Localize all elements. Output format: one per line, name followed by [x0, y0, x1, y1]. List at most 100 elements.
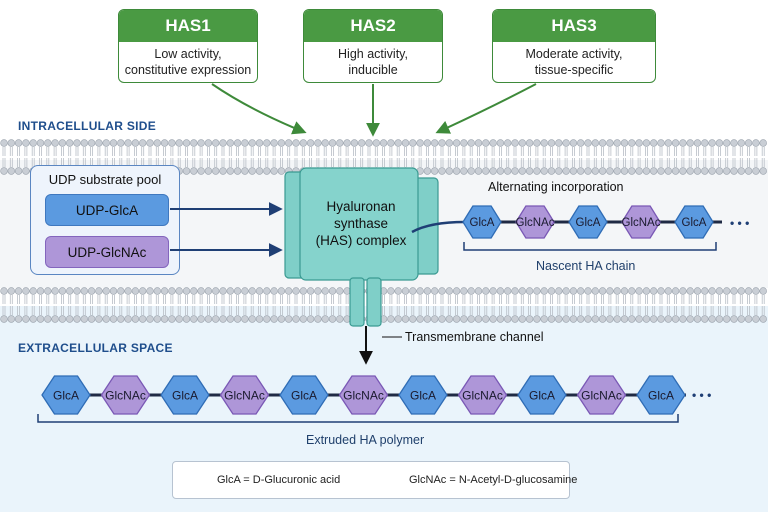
upper-membrane-lipid-head	[423, 139, 432, 147]
upper-membrane-lipid-head	[657, 139, 665, 147]
lower-membrane-lipid-tail	[345, 295, 349, 304]
nascent-residue-label-5: GlcA	[682, 217, 707, 229]
upper-membrane-lipid-head	[540, 167, 548, 175]
upper-membrane-lipid-head	[504, 139, 512, 147]
upper-membrane-lipid-head	[744, 167, 753, 175]
lower-membrane-lipid-tail	[316, 306, 320, 315]
lower-membrane-lipid-tail	[9, 295, 13, 304]
upper-membrane-lipid-head	[737, 167, 745, 175]
upper-membrane-lipid-head	[474, 167, 483, 175]
upper-membrane-lipid-tail	[484, 147, 488, 156]
lower-membrane-lipid-tail	[725, 295, 729, 304]
lower-membrane-lipid-tail	[177, 295, 181, 304]
lower-membrane-lipid-tail	[732, 306, 736, 315]
lower-membrane-lipid-head	[452, 315, 461, 323]
upper-membrane-lipid-tail	[659, 147, 663, 156]
lower-membrane-lipid-tail	[148, 306, 152, 315]
upper-membrane-lipid-head	[233, 167, 242, 175]
upper-membrane-lipid-head	[518, 167, 526, 175]
lower-membrane-lipid-tail	[542, 306, 546, 315]
upper-membrane-lipid-head	[525, 167, 534, 175]
lower-membrane-lipid-head	[306, 287, 315, 295]
upper-membrane-lipid-tail	[31, 147, 35, 156]
upper-membrane-lipid-tail	[272, 158, 276, 167]
complex-label-line-3: (HAS) complex	[316, 233, 407, 248]
upper-membrane-lipid-tail	[207, 158, 210, 167]
upper-membrane-lipid-tail	[258, 158, 261, 167]
lower-membrane-lipid-head	[299, 315, 307, 323]
upper-membrane-lipid-tail	[440, 158, 444, 167]
lower-membrane-lipid-tail	[207, 306, 210, 315]
upper-membrane-lipid-tail	[710, 147, 714, 156]
upper-membrane-lipid-head	[533, 139, 541, 147]
upper-membrane-lipid-tail	[374, 158, 378, 167]
upper-membrane-lipid-tail	[53, 147, 57, 156]
upper-membrane-lipid-tail	[623, 158, 626, 167]
upper-membrane-lipid-tail	[593, 147, 597, 156]
upper-membrane-lipid-tail	[615, 158, 619, 167]
lower-membrane-lipid-head	[233, 315, 242, 323]
upper-membrane-lipid-head	[598, 139, 607, 147]
lower-membrane-lipid-tail	[499, 306, 502, 315]
lower-membrane-lipid-tail	[506, 306, 510, 315]
lower-membrane-lipid-head	[51, 287, 59, 295]
upper-membrane-lipid-tail	[221, 158, 225, 167]
extruded-residue-label-7: GlcA	[410, 388, 436, 402]
lower-membrane-lipid-tail	[338, 295, 342, 304]
lower-membrane-lipid-tail	[199, 295, 203, 304]
upper-membrane-lipid-head	[613, 167, 621, 175]
upper-membrane-lipid-tail	[411, 147, 415, 156]
lower-membrane-lipid-tail	[163, 306, 166, 315]
lower-membrane-lipid-head	[511, 287, 519, 295]
has3-title: HAS3	[493, 10, 655, 42]
upper-membrane-lipid-tail	[207, 147, 210, 156]
upper-membrane-lipid-tail	[272, 147, 276, 156]
upper-membrane-lipid-head	[168, 139, 176, 147]
lower-membrane-lipid-tail	[250, 306, 254, 315]
lower-membrane-lipid-tail	[97, 295, 101, 304]
upper-membrane-lipid-head	[409, 139, 417, 147]
lower-membrane-lipid-head	[489, 315, 497, 323]
upper-membrane-lipid-head	[263, 139, 271, 147]
upper-membrane-lipid-tail	[353, 147, 356, 156]
lower-membrane-lipid-head	[620, 315, 629, 323]
upper-membrane-lipid-head	[226, 167, 235, 175]
lower-membrane-lipid-head	[299, 287, 307, 295]
lower-membrane-lipid-tail	[46, 295, 50, 304]
lower-membrane-lipid-tail	[666, 295, 670, 304]
lower-membrane-lipid-head	[241, 315, 249, 323]
nascent-residue-label-4: GlcNAc	[622, 217, 661, 229]
upper-membrane-lipid-tail	[17, 158, 20, 167]
upper-membrane-lipid-tail	[141, 147, 145, 156]
upper-membrane-lipid-tail	[243, 158, 247, 167]
upper-membrane-lipid-tail	[338, 158, 342, 167]
has-complex: Hyaluronan synthase (HAS) complex	[284, 167, 439, 327]
extruded-hexagon-8	[457, 375, 508, 415]
upper-membrane-lipid-tail	[652, 147, 656, 156]
upper-membrane-lipid-tail	[579, 147, 583, 156]
upper-membrane-lipid-head	[671, 139, 680, 147]
upper-membrane-lipid-head	[241, 167, 249, 175]
upper-membrane-lipid-head	[671, 167, 680, 175]
lower-membrane-lipid-tail	[477, 306, 480, 315]
lower-membrane-lipid-tail	[564, 306, 568, 315]
lower-membrane-lipid-tail	[528, 306, 531, 315]
upper-membrane-lipid-head	[445, 139, 453, 147]
upper-membrane-lipid-head	[0, 167, 8, 175]
lower-membrane-lipid-tail	[119, 295, 123, 304]
lower-membrane-lipid-head	[722, 315, 731, 323]
lower-membrane-lipid-head	[204, 315, 213, 323]
lower-membrane-lipid-head	[394, 315, 402, 323]
has1-arrow	[211, 83, 307, 135]
lower-membrane-lipid-tail	[112, 295, 115, 304]
lower-membrane-lipid-tail	[645, 306, 648, 315]
lower-membrane-lipid-head	[270, 315, 278, 323]
upper-membrane-lipid-head	[708, 139, 716, 147]
upper-membrane-lipid-tail	[82, 147, 86, 156]
lower-membrane-lipid-tail	[418, 306, 422, 315]
lower-membrane-lipid-tail	[82, 306, 86, 315]
lower-membrane-lipid-tail	[287, 306, 291, 315]
lower-membrane-lipid-tail	[469, 295, 473, 304]
lower-membrane-lipid-tail	[623, 306, 626, 315]
